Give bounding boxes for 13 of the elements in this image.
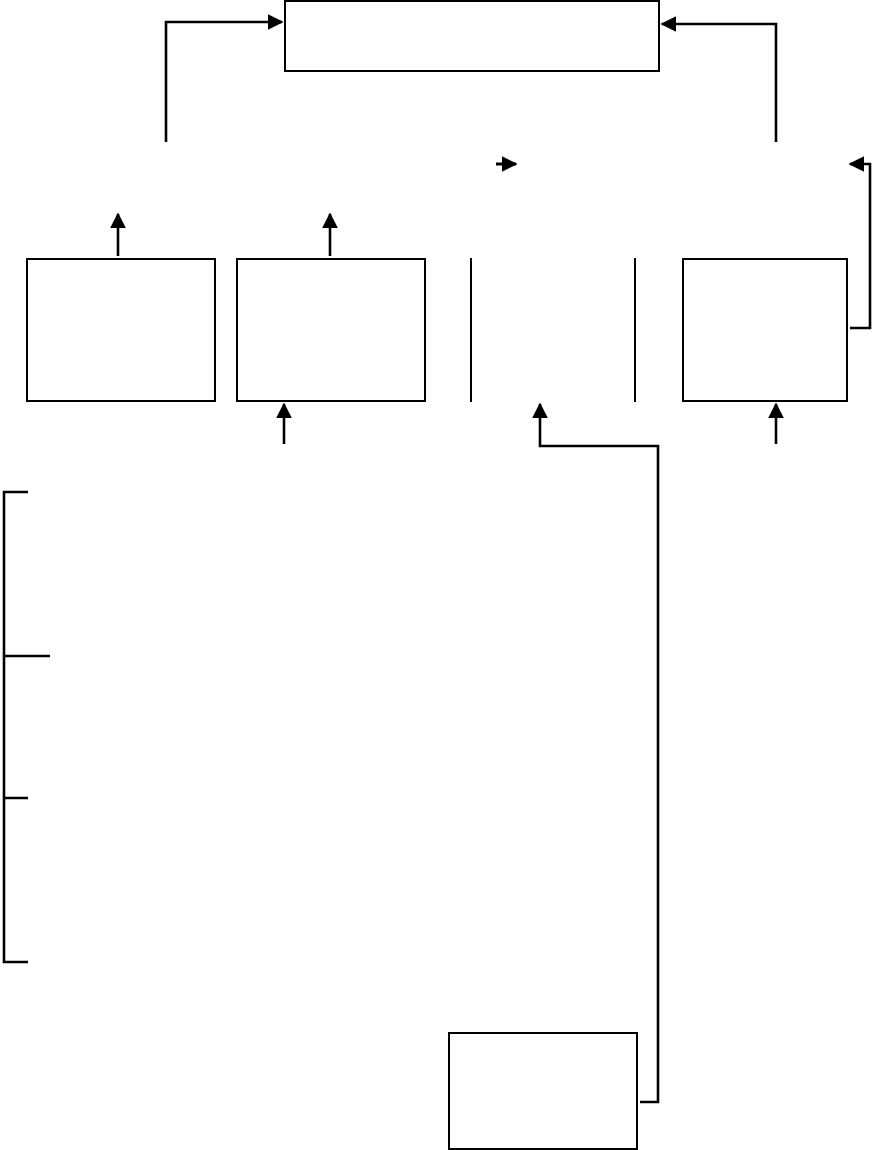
arrow	[848, 156, 872, 330]
arrow	[276, 402, 292, 444]
empty-box	[26, 258, 216, 402]
arrow	[322, 212, 338, 256]
arrow	[110, 212, 126, 256]
arrow	[164, 14, 284, 142]
empty-box	[448, 1032, 638, 1150]
empty-box	[682, 258, 848, 402]
arrow	[660, 16, 778, 142]
arrow	[532, 402, 660, 1104]
empty-box	[284, 0, 660, 72]
arrow	[768, 402, 784, 444]
empty-box	[236, 258, 426, 402]
